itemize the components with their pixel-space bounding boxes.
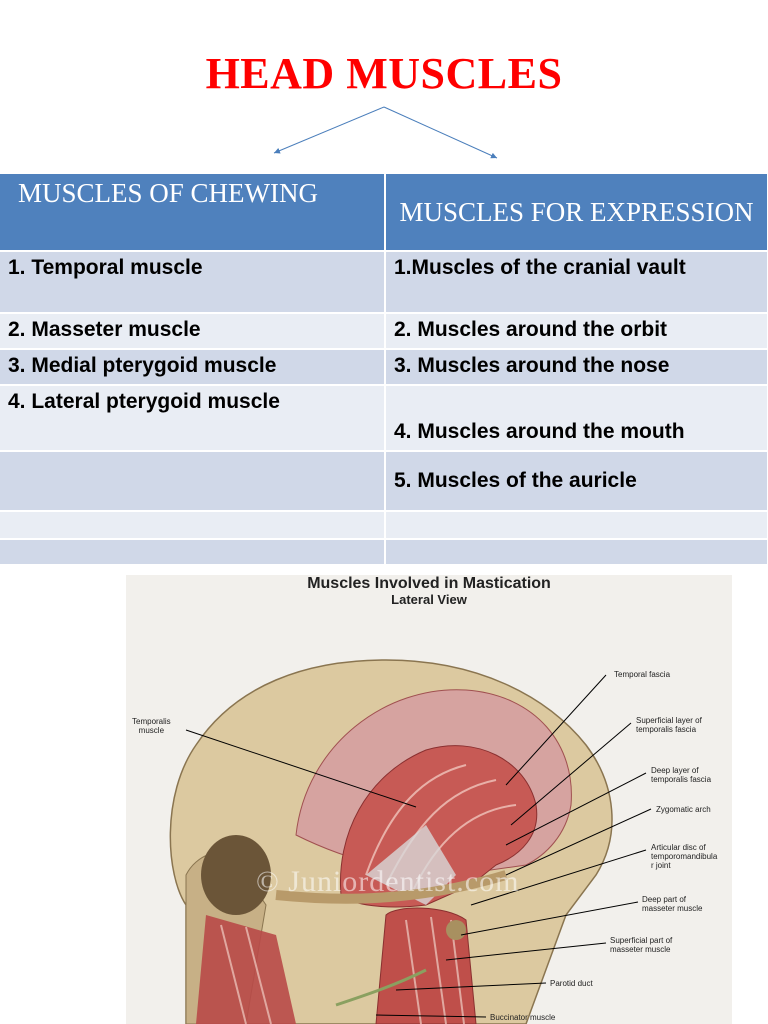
table-row: 2. Masseter muscle 2. Muscles around the… xyxy=(0,312,768,349)
table-row: 1. Temporal muscle 1.Muscles of the cran… xyxy=(0,250,768,313)
label-temporal-fascia: Temporal fascia xyxy=(614,670,671,679)
table-cell: 5. Muscles of the auricle xyxy=(385,450,768,511)
figure-subtitle: Lateral View xyxy=(391,592,467,607)
table-cell: 4. Muscles around the mouth xyxy=(385,384,768,451)
label-zygomatic-arch: Zygomatic arch xyxy=(656,805,711,814)
table-cell: 4. Lateral pterygoid muscle xyxy=(0,384,386,451)
table-cell: 3. Muscles around the nose xyxy=(385,348,768,385)
header-expression: MUSCLES FOR EXPRESSION xyxy=(385,174,768,251)
table-row xyxy=(0,538,768,564)
slide-title: HEAD MUSCLES xyxy=(205,49,563,98)
table-cell xyxy=(385,538,768,564)
table-cell: 1.Muscles of the cranial vault xyxy=(385,250,768,313)
table-row xyxy=(0,510,768,539)
table-row: 3. Medial pterygoid muscle 3. Muscles ar… xyxy=(0,348,768,385)
table-cell: 2. Muscles around the orbit xyxy=(385,312,768,349)
skull-illustration xyxy=(169,659,652,1024)
figure-title: Muscles Involved in Mastication xyxy=(307,575,551,592)
table-cell: 3. Medial pterygoid muscle xyxy=(0,348,386,385)
table-row: 5. Muscles of the auricle xyxy=(0,450,768,511)
left-arrow xyxy=(273,106,385,154)
anatomy-figure: Muscles Involved in Mastication Lateral … xyxy=(126,575,732,1024)
label-buccinator: Buccinator muscle xyxy=(490,1013,556,1022)
table-cell xyxy=(0,538,386,564)
header-chewing: MUSCLES OF CHEWING xyxy=(0,174,386,251)
table-cell xyxy=(385,510,768,539)
muscle-table: MUSCLES OF CHEWING MUSCLES FOR EXPRESSIO… xyxy=(0,174,768,564)
table-cell xyxy=(0,510,386,539)
table-cell: 1. Temporal muscle xyxy=(0,250,386,313)
table-cell xyxy=(0,450,386,511)
table-header-row: MUSCLES OF CHEWING MUSCLES FOR EXPRESSIO… xyxy=(0,174,768,251)
watermark: © Juniordentist.com xyxy=(256,865,520,898)
label-parotid-duct: Parotid duct xyxy=(550,979,593,988)
right-arrow xyxy=(383,106,498,159)
table-cell: 2. Masseter muscle xyxy=(0,312,386,349)
table-row: 4. Lateral pterygoid muscle 4. Muscles a… xyxy=(0,384,768,451)
